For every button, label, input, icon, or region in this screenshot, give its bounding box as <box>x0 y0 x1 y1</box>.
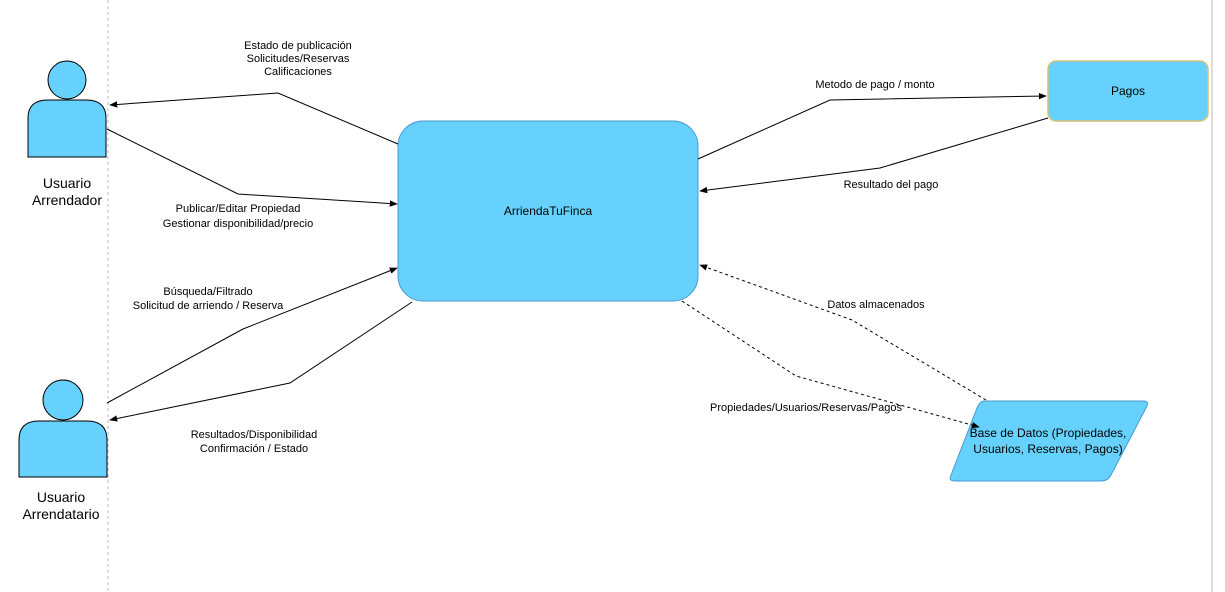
edge-label: Solicitudes/Reservas <box>247 53 350 65</box>
edge-label: Calificaciones <box>264 66 332 78</box>
actor-arrendatario[interactable]: Usuario Arrendatario <box>18 379 108 522</box>
edge-system-to-arrendador: Estado de publicación Solicitudes/Reserv… <box>109 40 399 145</box>
person-icon <box>27 60 107 158</box>
person-icon <box>18 379 108 478</box>
edge-label: Datos almacenados <box>827 299 925 311</box>
actor-arrendatario-label-line2: Arrendatario <box>22 506 99 522</box>
system-node-label: ArriendaTuFinca <box>504 204 593 218</box>
edge-label: Metodo de pago / monto <box>815 79 934 91</box>
edge-label: Solicitud de arriendo / Reserva <box>133 300 284 312</box>
edge-label: Gestionar disponibilidad/precio <box>163 218 313 230</box>
pagos-node-label: Pagos <box>1111 84 1145 98</box>
edge-label: Publicar/Editar Propiedad <box>176 203 301 215</box>
system-node[interactable]: ArriendaTuFinca <box>397 120 699 302</box>
edge-system-to-arrendatario: Resultados/Disponibilidad Confirmación /… <box>109 301 413 455</box>
edge-label: Resultados/Disponibilidad <box>191 429 318 441</box>
edge-arrendatario-to-system: Búsqueda/Filtrado Solicitud de arriendo … <box>106 267 398 404</box>
actor-arrendatario-label-line1: Usuario <box>37 489 85 505</box>
actor-arrendador-label-line1: Usuario <box>43 175 91 191</box>
edge-arrendador-to-system: Publicar/Editar Propiedad Gestionar disp… <box>106 128 398 230</box>
edge-label: Propiedades/Usuarios/Reservas/Pagos <box>710 402 902 414</box>
edge-system-to-database: Propiedades/Usuarios/Reservas/Pagos <box>681 300 980 429</box>
edge-label: Resultado del pago <box>844 179 939 191</box>
edge-label: Estado de publicación <box>244 40 352 52</box>
database-node-label-line1: Base de Datos (Propiedades, <box>970 426 1127 440</box>
database-node[interactable]: Base de Datos (Propiedades, Usuarios, Re… <box>949 400 1148 482</box>
edge-label: Confirmación / Estado <box>200 443 308 455</box>
edge-database-to-system: Datos almacenados <box>699 264 987 401</box>
edge-label: Búsqueda/Filtrado <box>163 286 252 298</box>
actor-arrendador-label-line2: Arrendador <box>32 192 102 208</box>
pagos-node[interactable]: Pagos <box>1047 60 1209 122</box>
edge-pagos-to-system: Resultado del pago <box>699 117 1049 194</box>
actor-arrendador[interactable]: Usuario Arrendador <box>27 60 107 208</box>
edge-system-to-pagos: Metodo de pago / monto <box>697 79 1047 160</box>
database-node-label-line2: Usuarios, Reservas, Pagos) <box>973 442 1122 456</box>
